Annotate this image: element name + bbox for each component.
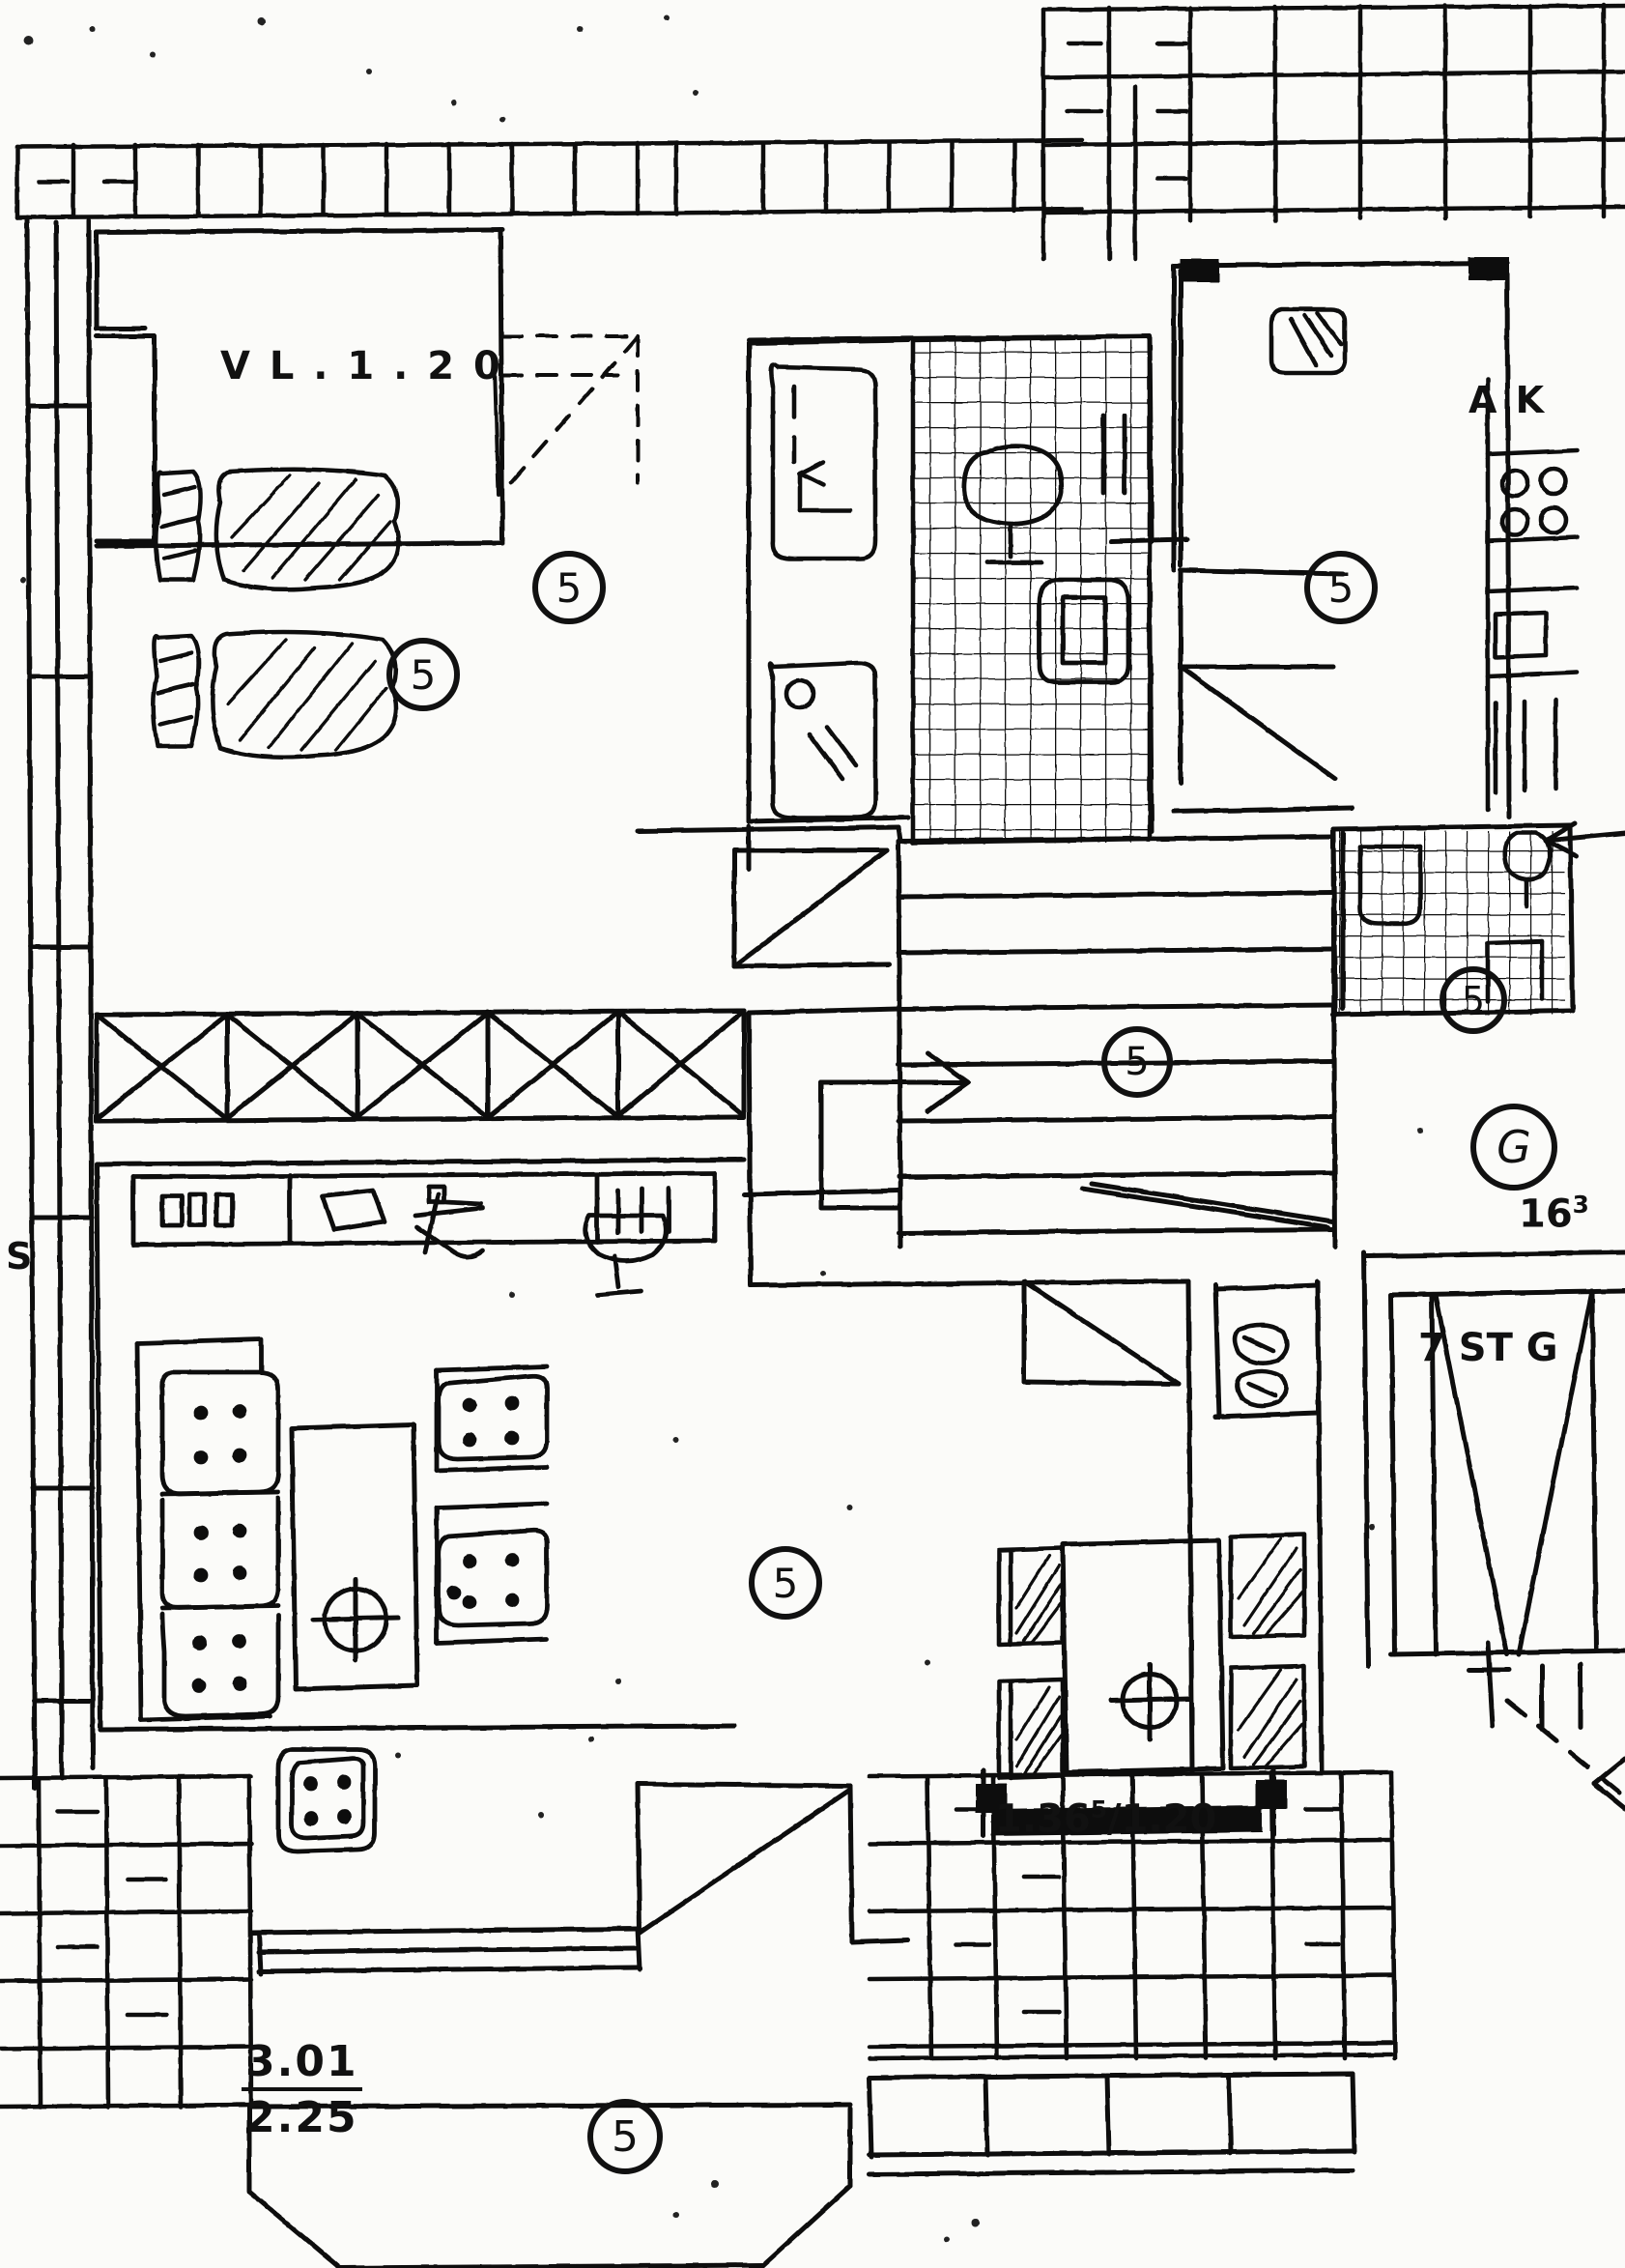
door-opening-superscript: 5 [1090,1795,1107,1823]
riser-count-superscript: 3 [1572,1191,1589,1219]
window-lintel-label: V L . 1 . 2 0 [220,344,503,388]
door-opening-right-value: 1.20 [1121,1796,1217,1842]
room-marker-bathroom: 5 [532,551,606,624]
riser-count-value: 16 [1519,1191,1573,1237]
stair-label: 7 ST G [1418,1326,1558,1370]
balcony-dimension: 3.01 2.25 [242,2037,362,2142]
fraction-slash: / [1106,1796,1122,1842]
room-marker-bedroom: 5 [386,638,460,711]
door-opening-left-value: 1.36 [995,1796,1091,1842]
left-edge-marker: S [6,1235,33,1278]
room-marker-balcony: 5 [587,2099,663,2174]
room-marker-living-room: 5 [749,1546,822,1620]
gallery-marker-g: G [1470,1104,1557,1191]
riser-count-label: 163 [1519,1191,1589,1236]
kitchen-appliance-label: A K [1468,379,1548,421]
room-marker-wc: 5 [1440,966,1507,1034]
room-marker-hall-stair: 5 [1101,1026,1173,1098]
balcony-depth: 2.25 [245,2093,358,2142]
door-opening-dimension: 1.365/1.20 [995,1795,1216,1841]
balcony-width: 3.01 [242,2037,362,2091]
room-marker-kitchen: 5 [1304,551,1378,624]
